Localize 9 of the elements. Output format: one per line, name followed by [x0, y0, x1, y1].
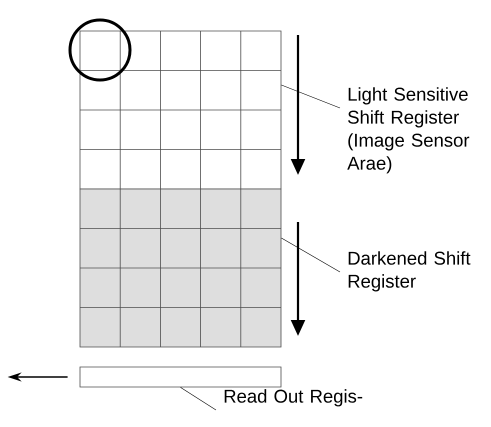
readout-register	[80, 366, 282, 388]
leader-line	[281, 238, 340, 272]
label-text: Light Sensitive Shift Register (Image Sensor Arae)	[347, 87, 470, 174]
leader-line	[180, 387, 216, 410]
shift-register-grid	[80, 188, 282, 348]
label-text: Read Out Regis-	[224, 389, 362, 406]
leader-line	[281, 84, 340, 108]
label-text: Darkened Shift Register	[348, 251, 470, 292]
shift-register-grid	[80, 30, 282, 190]
